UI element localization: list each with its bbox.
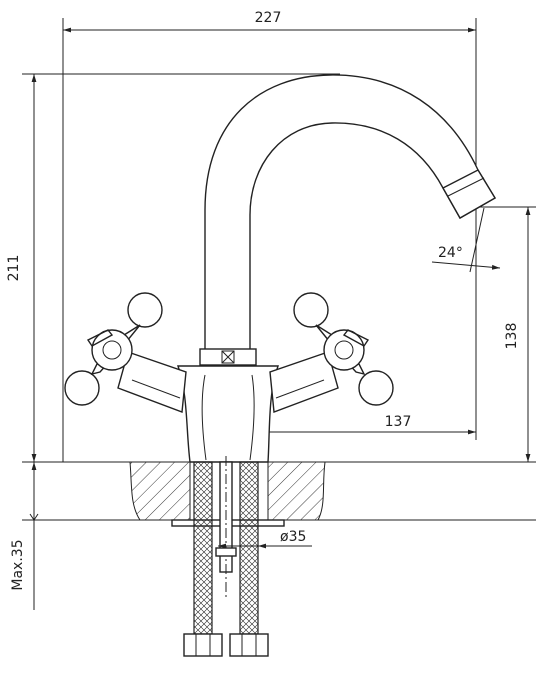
right-hose xyxy=(239,461,259,635)
supply-hoses xyxy=(183,456,269,657)
spout-aerator xyxy=(442,169,496,219)
dim-spout-angle-label: 24° xyxy=(438,245,463,261)
dim-spout-angle: 24° xyxy=(431,207,501,273)
dim-overall-height-label: 211 xyxy=(6,255,22,282)
countertop-section xyxy=(22,461,536,527)
dim-spout-height-label: 138 xyxy=(504,323,520,350)
dim-spout-height: 138 xyxy=(478,206,536,462)
dim-max-thickness-label: Max.35 xyxy=(10,539,26,590)
right-hose-nut xyxy=(229,633,269,657)
left-hose xyxy=(193,461,213,635)
dim-spout-reach-label: 137 xyxy=(385,414,412,430)
dim-max-thickness: Max.35 xyxy=(10,462,39,610)
faucet-body xyxy=(177,74,496,463)
spout xyxy=(204,74,496,351)
right-cross-handle xyxy=(269,292,394,413)
dim-overall-height: 211 xyxy=(6,73,340,462)
mixer-body xyxy=(177,365,279,463)
dim-overall-width: 227 xyxy=(62,10,477,462)
left-hose-nut xyxy=(183,633,223,657)
left-cross-handle xyxy=(64,292,187,413)
dim-overall-width-label: 227 xyxy=(255,10,282,26)
dim-hole-diameter-label: ø35 xyxy=(280,529,306,545)
dim-hole-diameter: ø35 xyxy=(218,529,312,549)
